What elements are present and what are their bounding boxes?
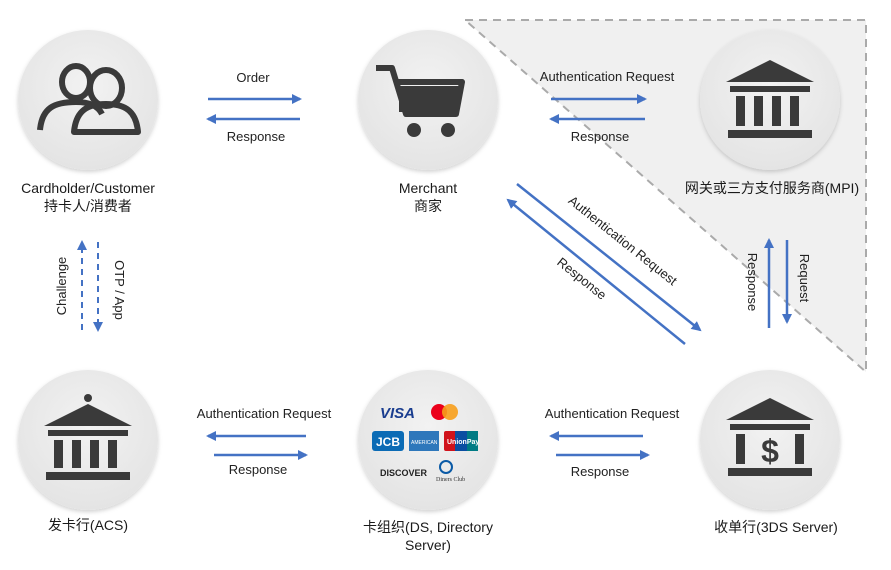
ds-caption: 卡组织(DS, Directory Server) (330, 518, 526, 554)
challenge-label: Challenge (54, 257, 69, 316)
otp-app-label: OTP / App (112, 260, 127, 320)
order-label: Order (236, 70, 270, 85)
auth-request-label: Authentication Request (197, 406, 332, 421)
bank-icon (44, 394, 132, 480)
svg-text:$: $ (761, 433, 779, 469)
merchant-caption: Merchant 商家 (368, 179, 488, 215)
discover-logo: DISCOVER (380, 468, 428, 478)
auth-request-arrow (516, 183, 702, 332)
mpi-name: 网关或三方支付服务商(MPI) (684, 180, 860, 196)
jcb-logo (372, 431, 404, 451)
response-label: Response (745, 253, 760, 312)
ds-node: VISA JCB AMERICAN UnionPay DISCOVER Dine… (358, 370, 498, 510)
mpi-node (700, 30, 840, 170)
acs-name: 发卡行(ACS) (47, 517, 129, 533)
cardholder-name-cn: 持卡人/消费者 (44, 198, 132, 214)
svg-text:AMERICAN: AMERICAN (411, 440, 438, 446)
acs-node (18, 370, 158, 510)
response-label: Response (229, 462, 288, 477)
cardholder-name-en: Cardholder/Customer (21, 180, 155, 196)
merchant-node (358, 30, 498, 170)
response-label: Response (571, 129, 630, 144)
response-arrow (506, 198, 686, 345)
auth-request-label: Authentication Request (545, 406, 680, 421)
svg-text:Diners Club: Diners Club (436, 477, 465, 483)
svg-text:UnionPay: UnionPay (447, 439, 479, 446)
merchant-name-en: Merchant (398, 180, 458, 196)
svg-text:JCB: JCB (376, 435, 400, 449)
mastercard-logo (431, 404, 447, 420)
shopping-cart-icon (376, 65, 465, 137)
acs-caption: 发卡行(ACS) (28, 516, 148, 534)
amex-logo (409, 431, 439, 451)
server3ds-node: $ (700, 370, 840, 510)
response-label: Response (571, 464, 630, 479)
request-label: Request (797, 254, 812, 303)
visa-logo: VISA (380, 405, 415, 422)
server3ds-caption: 收单行(3DS Server) (690, 518, 862, 536)
people-icon (37, 63, 141, 135)
response-label: Response (227, 129, 286, 144)
card-brands-logos: VISA JCB AMERICAN UnionPay DISCOVER Dine… (372, 404, 479, 483)
ds-name-line2: Server) (405, 537, 451, 553)
diners-logo (439, 460, 453, 474)
mpi-caption: 网关或三方支付服务商(MPI) (672, 179, 872, 197)
bank-dollar-icon: $ (726, 398, 814, 476)
bank-icon (726, 60, 814, 138)
server3ds-name: 收单行(3DS Server) (714, 519, 838, 535)
auth-request-label: Authentication Request (540, 69, 675, 84)
ds-name-line1: 卡组织(DS, Directory (363, 519, 493, 535)
merchant-name-cn: 商家 (414, 198, 442, 214)
cardholder-node (18, 30, 158, 170)
cardholder-caption: Cardholder/Customer 持卡人/消费者 (0, 179, 176, 215)
